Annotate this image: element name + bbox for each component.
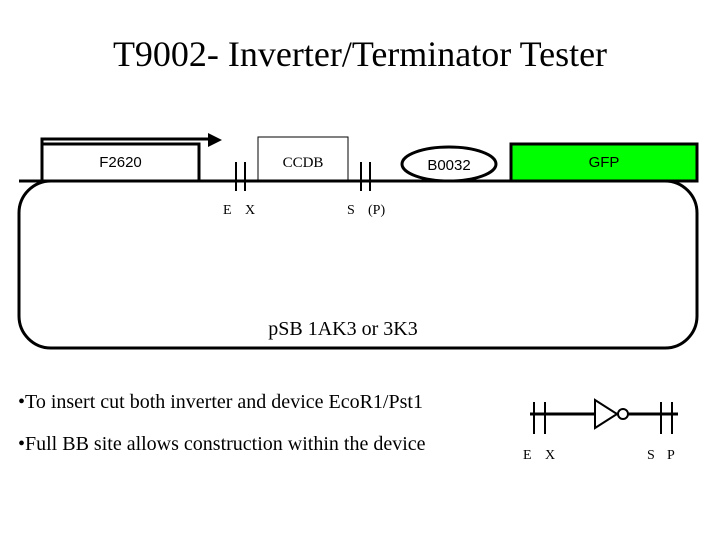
inv-site-p-label: P — [667, 448, 675, 463]
inv-site-s-label: S — [647, 448, 655, 463]
site-x-label: X — [245, 203, 256, 218]
f2620-label: F2620 — [99, 154, 142, 171]
inv-site-e-label: E — [523, 448, 532, 463]
ccdb-label: CCDB — [282, 155, 324, 171]
plasmid-label: pSB 1AK3 or 3K3 — [268, 318, 418, 340]
site-s-label: S — [347, 203, 355, 218]
inverter-bubble-icon — [617, 408, 629, 420]
gfp-label: GFP — [588, 154, 620, 171]
inverter-triangle-icon — [594, 398, 619, 430]
bullet-2: •Full BB site allows construction within… — [18, 433, 426, 455]
bullet-1: •To insert cut both inverter and device … — [18, 391, 423, 413]
promoter-arrow-head — [208, 133, 222, 147]
site-p-label: (P) — [368, 203, 386, 218]
site-e-label: E — [223, 203, 232, 218]
b0032-label: B0032 — [427, 157, 471, 174]
slide-title: T9002- Inverter/Terminator Tester — [112, 34, 608, 74]
inv-site-x-label: X — [545, 448, 556, 463]
gfp-box — [509, 142, 699, 183]
